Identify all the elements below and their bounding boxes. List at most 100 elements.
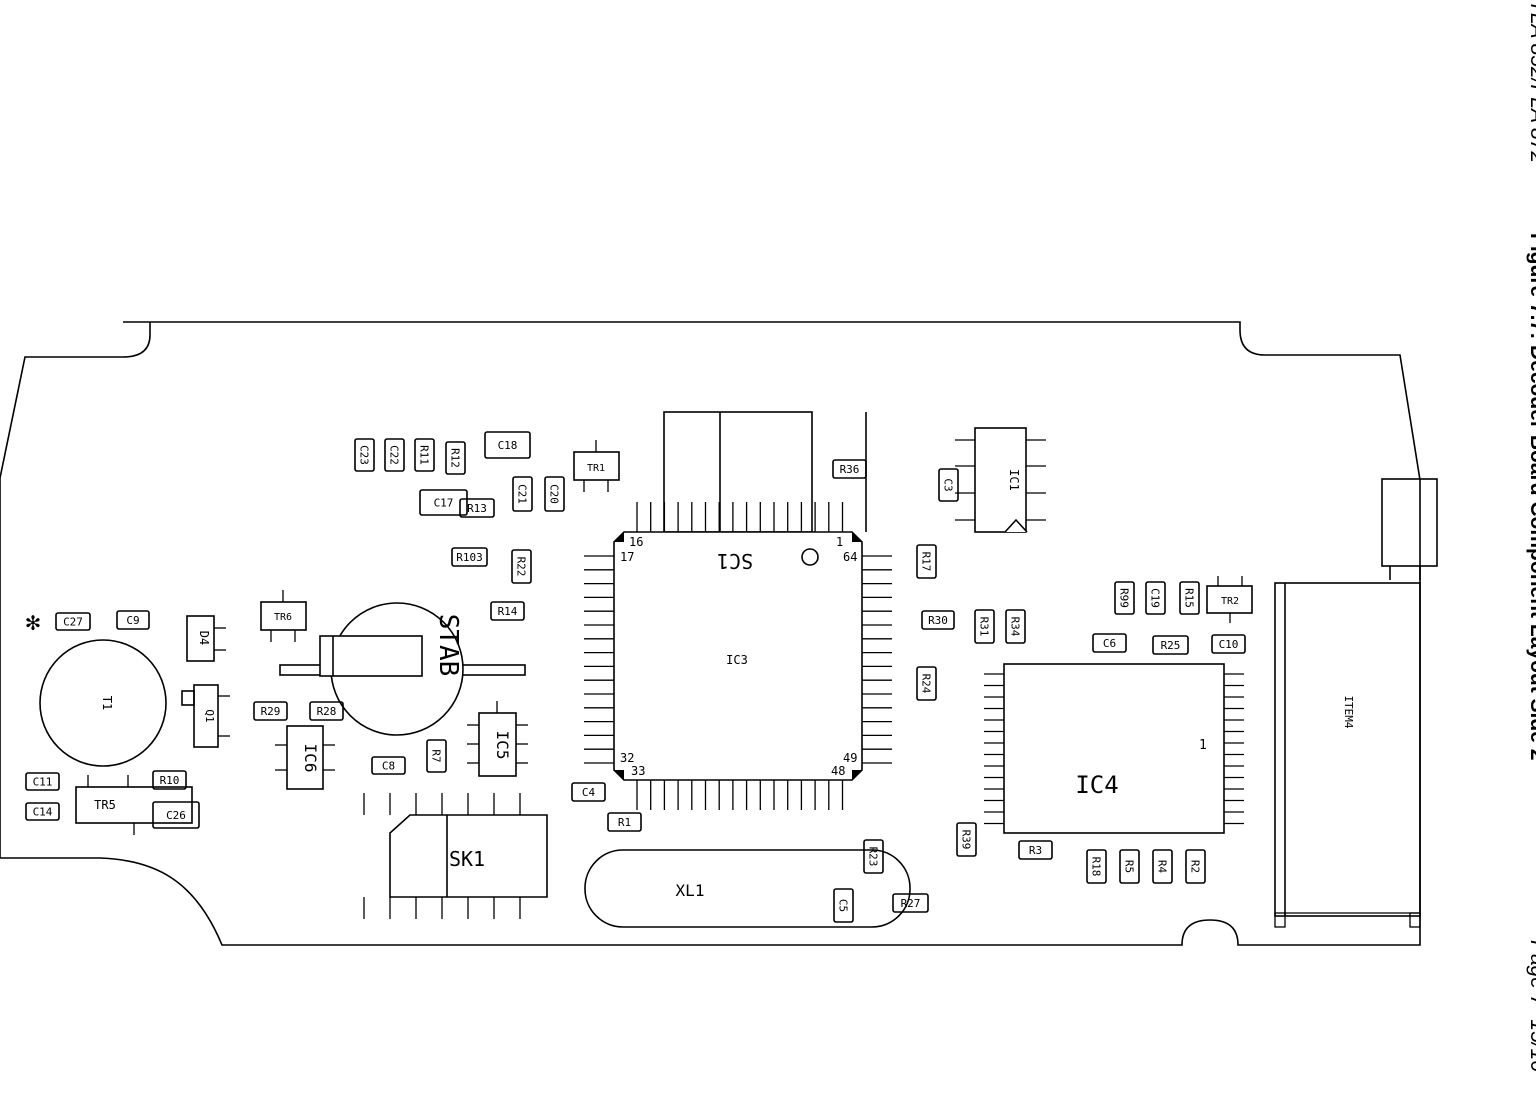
component-r99: R99 bbox=[1114, 581, 1135, 615]
ic6: IC6 bbox=[275, 725, 335, 790]
component-body-r28 bbox=[309, 701, 344, 721]
pin-ic3-16: 16 bbox=[629, 535, 643, 549]
label-tr5: TR5 bbox=[94, 798, 116, 812]
label-r3: R3 bbox=[1029, 844, 1042, 857]
label-r15: R15 bbox=[1183, 588, 1196, 608]
component-r24: R24 bbox=[916, 666, 937, 701]
component-r39: R39 bbox=[956, 822, 977, 857]
label-r39: R39 bbox=[960, 830, 973, 850]
label-c4: C4 bbox=[582, 786, 596, 799]
component-body-r10 bbox=[152, 770, 187, 790]
component-body-r18 bbox=[1086, 849, 1107, 884]
component-r36: R36 bbox=[832, 459, 867, 479]
label-r14: R14 bbox=[498, 605, 518, 618]
component-body-c20 bbox=[544, 476, 565, 512]
component-body-c18 bbox=[484, 431, 531, 459]
sk1: SK1 bbox=[363, 793, 548, 919]
component-body-c26 bbox=[152, 801, 200, 829]
component-body-c17 bbox=[419, 489, 468, 516]
component-c9: C9 bbox=[116, 610, 150, 630]
component-r5: R5 bbox=[1119, 849, 1140, 884]
label-q1: Q1 bbox=[203, 709, 216, 722]
component-body-c3 bbox=[938, 468, 959, 502]
component-body-r30 bbox=[921, 610, 955, 630]
component-r4: R4 bbox=[1152, 849, 1173, 884]
pin-ic3-32: 32 bbox=[620, 751, 634, 765]
component-body-r17 bbox=[916, 544, 937, 579]
component-c4: C4 bbox=[571, 782, 606, 802]
pin-ic3-17: 17 bbox=[620, 550, 634, 564]
label-c17: C17 bbox=[434, 497, 454, 510]
component-body-r7 bbox=[426, 739, 447, 773]
component-c6: C6 bbox=[1092, 633, 1127, 653]
label-r23: R23 bbox=[867, 847, 880, 867]
component-body-r29 bbox=[253, 701, 288, 721]
component-body-r103 bbox=[451, 547, 488, 567]
component-body-c5 bbox=[833, 888, 854, 923]
component-r3: R3 bbox=[1018, 840, 1053, 860]
component-c18: C18 bbox=[484, 431, 531, 459]
component-r23: R23 bbox=[863, 839, 884, 874]
pin-ic3-64: 64 bbox=[843, 550, 857, 564]
label-r2: R2 bbox=[1189, 860, 1202, 873]
label-r28: R28 bbox=[317, 705, 337, 718]
label-ic3: IC3 bbox=[726, 653, 748, 667]
label-tr6: TR6 bbox=[274, 612, 292, 623]
label-ic6: IC6 bbox=[301, 744, 320, 773]
label-r11: R11 bbox=[418, 445, 431, 465]
component-body-c4 bbox=[571, 782, 606, 802]
label-r24: R24 bbox=[920, 674, 933, 694]
page-number: Page 7 -15/16 bbox=[1526, 940, 1536, 1072]
component-body-r36 bbox=[832, 459, 867, 479]
figure-title: Figure 7.7: Decoder Board Component Layo… bbox=[1526, 233, 1536, 760]
label-r13: R13 bbox=[467, 502, 487, 515]
d4: D4 bbox=[186, 615, 226, 662]
component-r10: R10 bbox=[152, 770, 187, 790]
t1: T1 bbox=[39, 639, 167, 767]
component-body-r2 bbox=[1185, 849, 1206, 884]
component-body-c6 bbox=[1092, 633, 1127, 653]
label-r12: R12 bbox=[449, 448, 462, 468]
label-c10: C10 bbox=[1219, 638, 1239, 651]
component-r14: R14 bbox=[490, 601, 525, 621]
component-body-r3 bbox=[1018, 840, 1053, 860]
label-c22: C22 bbox=[388, 445, 401, 465]
model-title: TLA 852/FLA 872 bbox=[1526, 0, 1536, 163]
component-c11: C11 bbox=[25, 772, 60, 791]
label-sk1: SK1 bbox=[449, 847, 485, 871]
label-c3: C3 bbox=[942, 478, 955, 491]
component-body-r99 bbox=[1114, 581, 1135, 615]
component-body-c27 bbox=[55, 612, 91, 631]
component-c17: C17 bbox=[419, 489, 468, 516]
pin-ic3-48: 48 bbox=[831, 764, 845, 778]
label-r30: R30 bbox=[928, 614, 948, 627]
component-body-r5 bbox=[1119, 849, 1140, 884]
component-r1: R1 bbox=[607, 812, 642, 832]
component-body-r15 bbox=[1179, 581, 1200, 615]
component-r28: R28 bbox=[309, 701, 344, 721]
label-r5: R5 bbox=[1123, 860, 1136, 873]
label-item4: ITEM4 bbox=[1342, 695, 1355, 728]
component-body-c8 bbox=[371, 756, 406, 775]
label-ic1: IC1 bbox=[1007, 469, 1021, 491]
label-r22: R22 bbox=[515, 557, 528, 577]
component-r11: R11 bbox=[414, 438, 435, 472]
label-c11: C11 bbox=[33, 776, 53, 789]
component-r2: R2 bbox=[1185, 849, 1206, 884]
label-r36: R36 bbox=[840, 463, 860, 476]
component-c23: C23 bbox=[354, 438, 375, 472]
label-r7: R7 bbox=[430, 749, 443, 762]
label-c21: C21 bbox=[516, 484, 529, 504]
component-c10: C10 bbox=[1211, 634, 1246, 654]
ic4: IC4 1 bbox=[984, 663, 1244, 834]
label-c8: C8 bbox=[382, 760, 395, 773]
label-ic5: IC5 bbox=[493, 731, 512, 760]
ic3: SC1 IC3 16 17 1 64 32 33 49 48 bbox=[584, 411, 892, 810]
component-c14: C14 bbox=[25, 802, 60, 821]
component-r30: R30 bbox=[921, 610, 955, 630]
pin-ic3-1: 1 bbox=[836, 535, 843, 549]
board-outline bbox=[0, 321, 1421, 946]
label-c26: C26 bbox=[166, 809, 186, 822]
component-c8: C8 bbox=[371, 756, 406, 775]
